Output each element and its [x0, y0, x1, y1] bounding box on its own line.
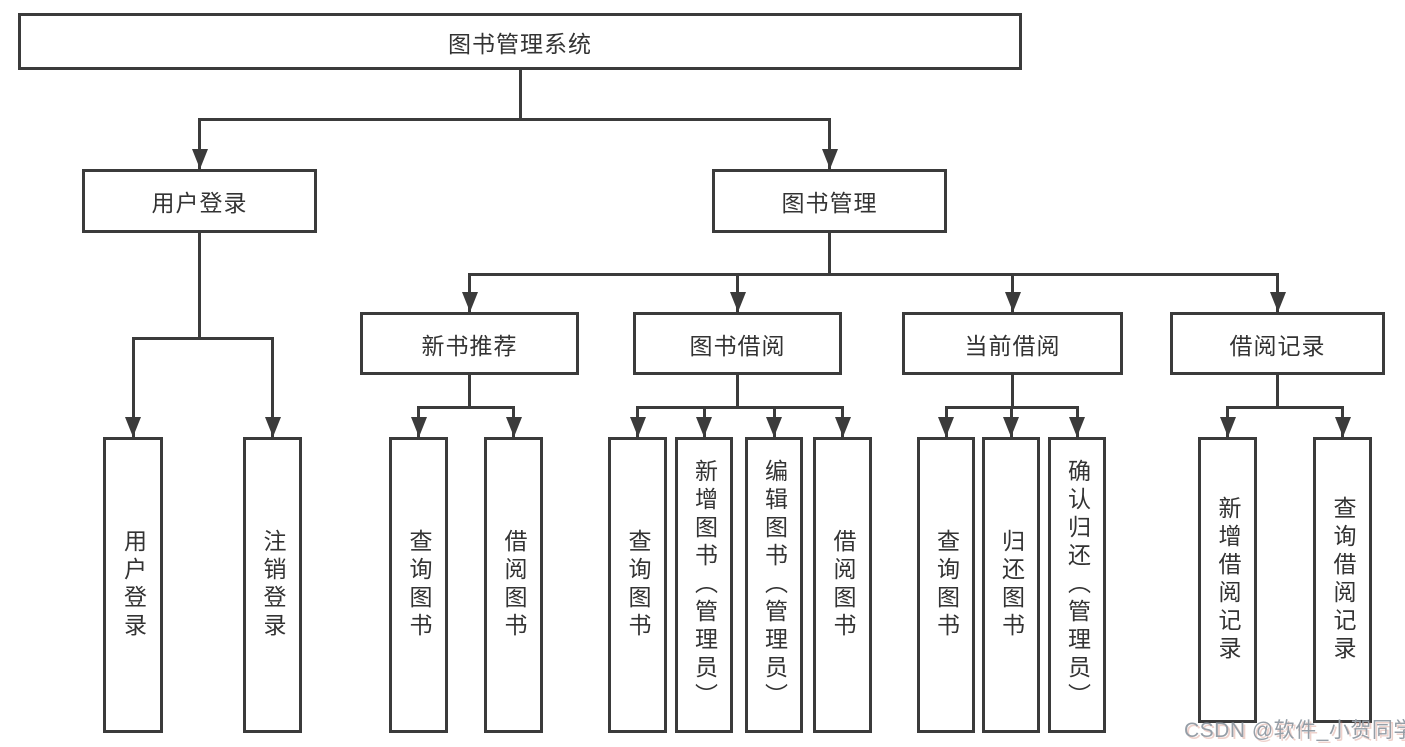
connector-drop — [271, 337, 274, 437]
node-leaf-logout: 注销登录 — [243, 437, 302, 733]
watermark: CSDN @软件_小贺同学 — [1184, 719, 1405, 742]
arrowhead-down-icon — [461, 292, 478, 312]
arrowhead-down-icon — [1219, 417, 1236, 437]
connector-rail — [417, 406, 515, 409]
arrowhead-down-icon — [1069, 417, 1085, 437]
node-leaf-bb-borrow: 借阅图书 — [813, 437, 872, 733]
arrowhead-down-icon — [834, 417, 851, 437]
connector-stem — [1276, 375, 1279, 409]
node-leaf-cb-confirm: 确认归还（管理员） — [1048, 437, 1106, 733]
node-leaf-bb-query: 查询图书 — [608, 437, 667, 733]
arrowhead-down-icon — [1269, 292, 1286, 312]
node-leaf-br-add: 新增借阅记录 — [1198, 437, 1257, 723]
arrowhead-down-icon — [264, 417, 281, 437]
node-leaf-bb-edit: 编辑图书（管理员） — [745, 437, 803, 733]
node-leaf-cb-query: 查询图书 — [917, 437, 975, 733]
arrowhead-down-icon — [191, 149, 208, 169]
connector-drop — [131, 337, 135, 437]
connector-rail — [1226, 406, 1344, 409]
arrowhead-down-icon — [505, 417, 522, 437]
connector-stem — [518, 70, 522, 121]
connector-drop — [828, 118, 831, 169]
node-label: 图书管理 — [781, 190, 878, 216]
arrowhead-down-icon — [696, 417, 712, 437]
node-leaf-nb-borrow: 借阅图书 — [484, 437, 543, 733]
node-label: 借阅记录 — [1229, 332, 1326, 359]
node-book-borrow: 图书借阅 — [633, 312, 842, 375]
node-label: 新书推荐 — [421, 332, 518, 359]
arrowhead-down-icon — [125, 417, 141, 437]
node-borrow-records: 借阅记录 — [1170, 312, 1385, 375]
node-leaf-user-login: 用户登录 — [103, 437, 163, 733]
node-book-mgmt: 图书管理 — [712, 169, 947, 233]
node-leaf-nb-query: 查询图书 — [389, 437, 448, 733]
node-new-book-rec: 新书推荐 — [360, 312, 579, 375]
node-label: 确认归还（管理员） — [1064, 459, 1091, 711]
node-label: 编辑图书（管理员） — [761, 459, 788, 711]
arrowhead-down-icon — [1334, 417, 1351, 437]
node-label: 当前借阅 — [964, 332, 1061, 359]
arrowhead-down-icon — [1003, 417, 1019, 437]
arrowhead-down-icon — [729, 292, 746, 312]
connector-stem — [828, 233, 831, 276]
node-label: 用户登录 — [151, 190, 248, 216]
arrowhead-down-icon — [938, 417, 954, 437]
connector-rail — [131, 337, 274, 340]
connector-drop — [198, 118, 201, 169]
node-label: 注销登录 — [260, 529, 286, 641]
node-label: 查询图书 — [406, 529, 432, 641]
node-root: 图书管理系统 — [18, 13, 1022, 70]
node-leaf-bb-add: 新增图书（管理员） — [675, 437, 733, 733]
node-leaf-cb-return: 归还图书 — [982, 437, 1040, 733]
connector-stem — [736, 375, 739, 409]
node-user-login: 用户登录 — [82, 169, 317, 233]
node-label: 借阅图书 — [501, 529, 527, 641]
connector-stem — [1011, 375, 1014, 409]
node-label: 用户登录 — [120, 529, 147, 641]
connector-rail — [636, 406, 844, 409]
node-label: 归还图书 — [998, 529, 1025, 641]
node-label: 图书管理系统 — [448, 30, 592, 57]
arrowhead-down-icon — [821, 149, 838, 169]
connector-stem — [468, 375, 471, 409]
node-label: 新增借阅记录 — [1215, 496, 1241, 664]
node-label: 新增图书（管理员） — [691, 459, 718, 711]
node-label: 查询图书 — [933, 529, 960, 641]
arrowhead-down-icon — [410, 417, 427, 437]
node-label: 查询图书 — [625, 529, 651, 641]
node-label: 借阅图书 — [830, 529, 856, 641]
arrowhead-down-icon — [766, 417, 782, 437]
node-label: 查询借阅记录 — [1330, 496, 1356, 664]
arrowhead-down-icon — [1004, 292, 1021, 312]
arrowhead-down-icon — [629, 417, 646, 437]
connector-stem — [198, 233, 201, 340]
node-leaf-br-query: 查询借阅记录 — [1313, 437, 1372, 723]
node-label: 图书借阅 — [689, 332, 786, 359]
connector-rail — [198, 118, 831, 121]
node-current-borrow: 当前借阅 — [902, 312, 1123, 375]
connector-rail — [468, 273, 1279, 276]
